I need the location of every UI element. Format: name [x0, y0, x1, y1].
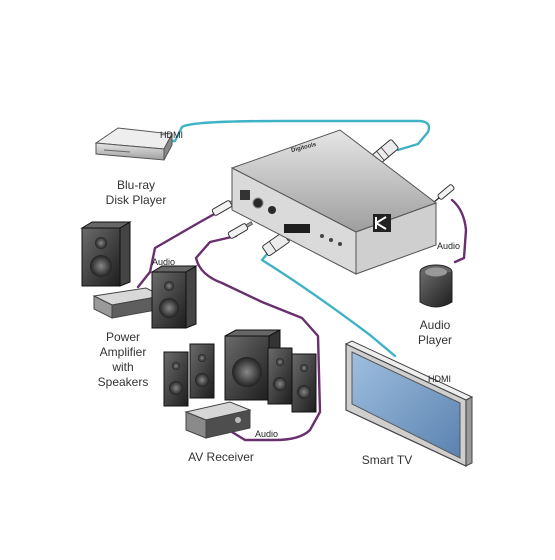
audio-player-illustration: [419, 264, 453, 308]
audio-cables: [136, 198, 468, 442]
audio-receiver-tag: Audio: [255, 429, 279, 439]
hub-device-illustration: [230, 129, 438, 275]
amplifier-label: Power Amplifier with Speakers: [97, 330, 149, 389]
hdmi-cables: [168, 119, 431, 358]
av-receiver-label: AV Receiver: [188, 450, 254, 464]
audio-cable-amp: [136, 210, 220, 289]
audio-player-label: Audio Player: [417, 318, 452, 347]
rca-plug-2: [227, 221, 254, 239]
audio-cable-receiver: [194, 234, 322, 442]
av-receiver-illustration: [163, 329, 317, 439]
hdmi-cable-tv: [260, 251, 397, 358]
power-amplifier-illustration: [80, 221, 198, 329]
audio-player-tag: Audio: [437, 241, 461, 251]
smart-tv-label: Smart TV: [361, 453, 413, 467]
hdmi-in-tag: HDMI: [160, 130, 183, 140]
hdmi-out-tag: HDMI: [428, 374, 451, 384]
bluray-player-illustration: [94, 127, 173, 161]
bluray-label: Blu-ray Disk Player: [105, 178, 167, 207]
mini-jack-plug: [434, 184, 455, 203]
audio-amp-tag: Audio: [152, 257, 176, 267]
smart-tv-illustration: [344, 340, 474, 467]
hdmi-cable-bluray: [168, 119, 431, 152]
audio-cable-player: [450, 198, 468, 264]
